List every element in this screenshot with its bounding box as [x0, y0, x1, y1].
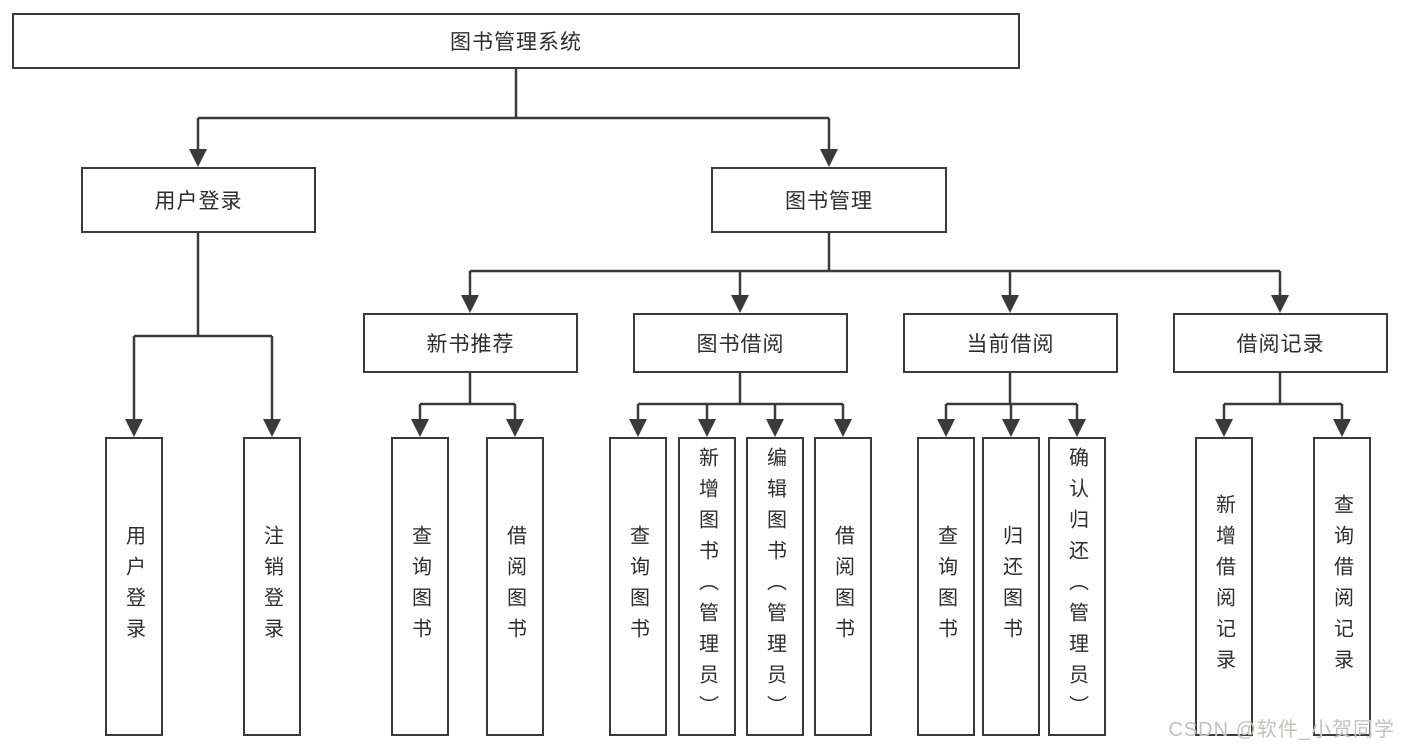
leaf-bb-query-books: 查询图书 — [609, 437, 667, 736]
leaf-nbr-query-books: 查询图书 — [391, 437, 449, 736]
leaf-bb-edit-books-admin: 编辑图书（管理员） — [746, 437, 804, 736]
leaf-bb-borrow-books: 借阅图书 — [814, 437, 872, 736]
leaf-cb-confirm-return-admin: 确认归还（管理员） — [1048, 437, 1106, 736]
node-book-management-branch: 图书管理 — [711, 167, 947, 233]
node-current-borrowing: 当前借阅 — [903, 313, 1118, 373]
leaf-logout: 注销登录 — [243, 437, 301, 736]
node-book-borrowing: 图书借阅 — [633, 313, 848, 373]
leaf-cb-return-books: 归还图书 — [982, 437, 1040, 736]
leaf-br-add-record: 新增借阅记录 — [1195, 437, 1253, 736]
leaf-cb-query-books: 查询图书 — [917, 437, 975, 736]
node-borrowing-records: 借阅记录 — [1173, 313, 1388, 373]
leaf-br-query-record: 查询借阅记录 — [1313, 437, 1371, 736]
leaf-bb-add-books-admin: 新增图书（管理员） — [678, 437, 736, 736]
node-library-management-system: 图书管理系统 — [12, 13, 1020, 69]
leaf-user-login: 用户登录 — [105, 437, 163, 736]
tree-edges — [132, 69, 1344, 422]
leaf-nbr-borrow-books: 借阅图书 — [486, 437, 544, 736]
node-user-login-branch: 用户登录 — [81, 167, 316, 233]
node-new-book-recommendation: 新书推荐 — [363, 313, 578, 373]
